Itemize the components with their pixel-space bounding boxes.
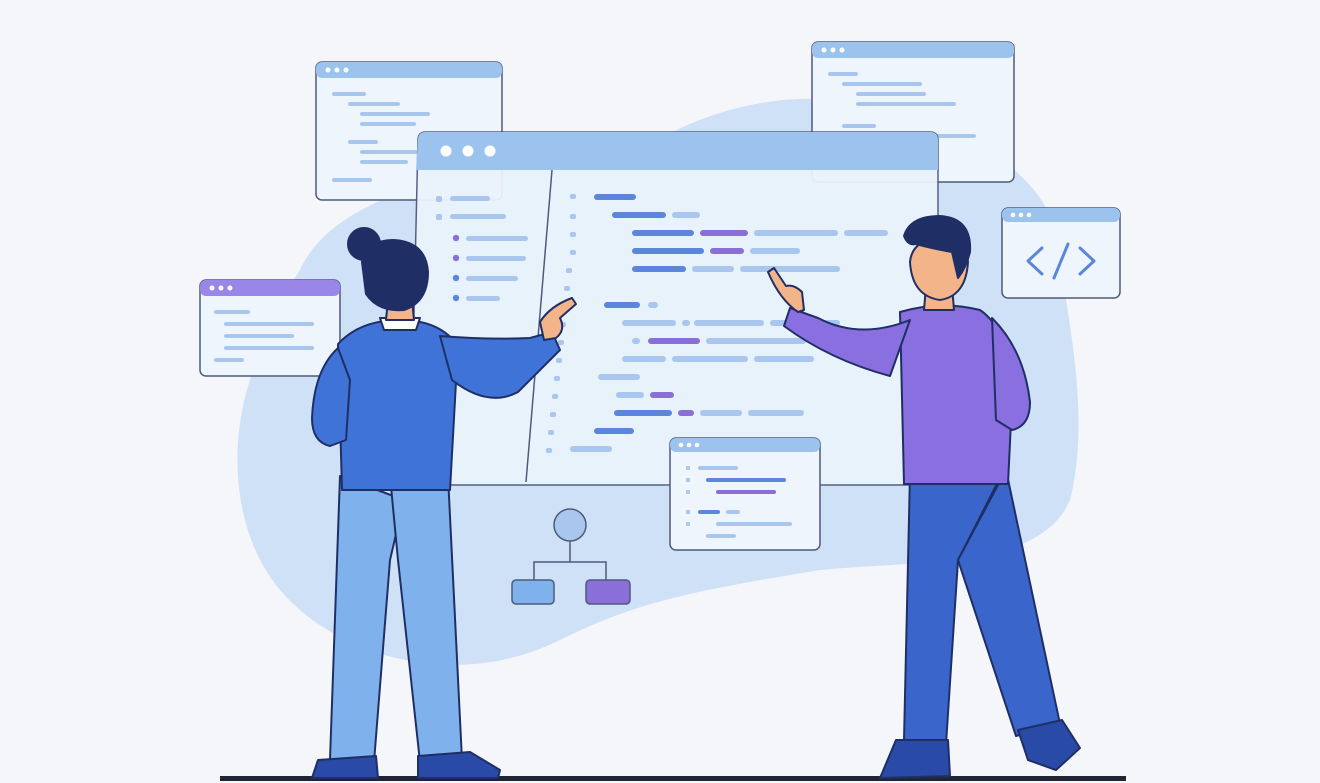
person-right (767, 215, 1081, 779)
code-window-left (199, 279, 341, 377)
code-window-bottom (669, 437, 821, 551)
flowchart-icon (511, 508, 631, 605)
main-code-window (409, 131, 939, 486)
floor-line (220, 776, 1126, 781)
code-brackets-icon (1026, 242, 1096, 280)
code-brackets-window (1001, 207, 1121, 299)
person-left (311, 227, 577, 779)
